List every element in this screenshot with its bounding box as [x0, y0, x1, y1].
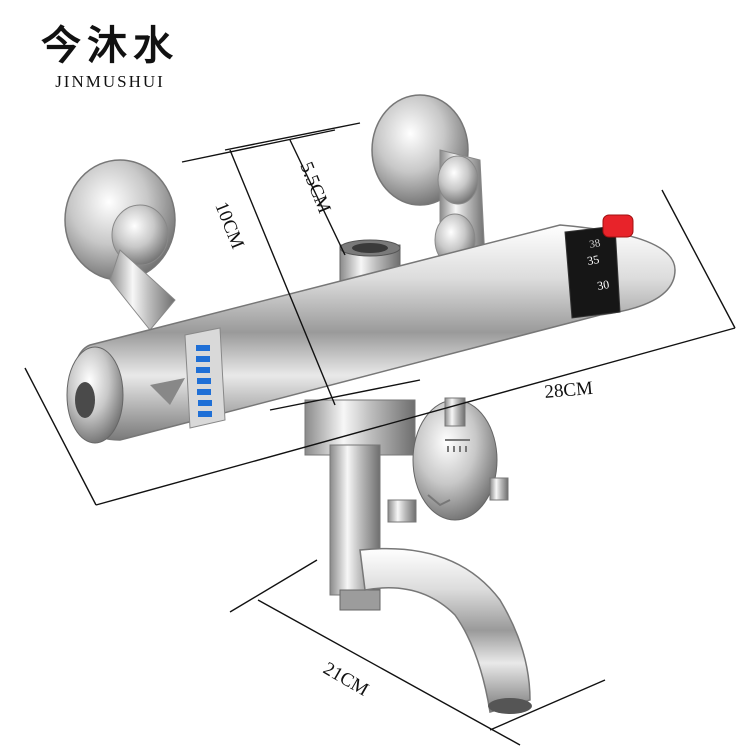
dial-label-35: 35 [586, 252, 600, 268]
spout-length-label: 21CM [320, 658, 373, 701]
temperature-dial-left [184, 327, 226, 429]
brand-name-en: JINMUSHUI [55, 72, 165, 91]
brand-name-cn: 今沐水 [41, 22, 179, 69]
right-wall-flange [371, 94, 486, 271]
left-wall-flange [64, 159, 176, 331]
dimension-lines [24, 122, 736, 746]
temperature-dial-right: 38 35 30 [564, 214, 634, 319]
diverter-valve [304, 397, 509, 523]
dial-label-30: 30 [596, 277, 610, 293]
center-spacing-label: 5.5CM [295, 159, 334, 216]
brand-logo: 今沐水 JINMUSHUI [30, 22, 190, 92]
length-label: 28CM [544, 378, 594, 403]
safety-stop-button [602, 214, 634, 238]
dial-label-38: 38 [588, 237, 601, 251]
height-label: 10CM [210, 199, 248, 252]
bath-spout [329, 444, 532, 714]
